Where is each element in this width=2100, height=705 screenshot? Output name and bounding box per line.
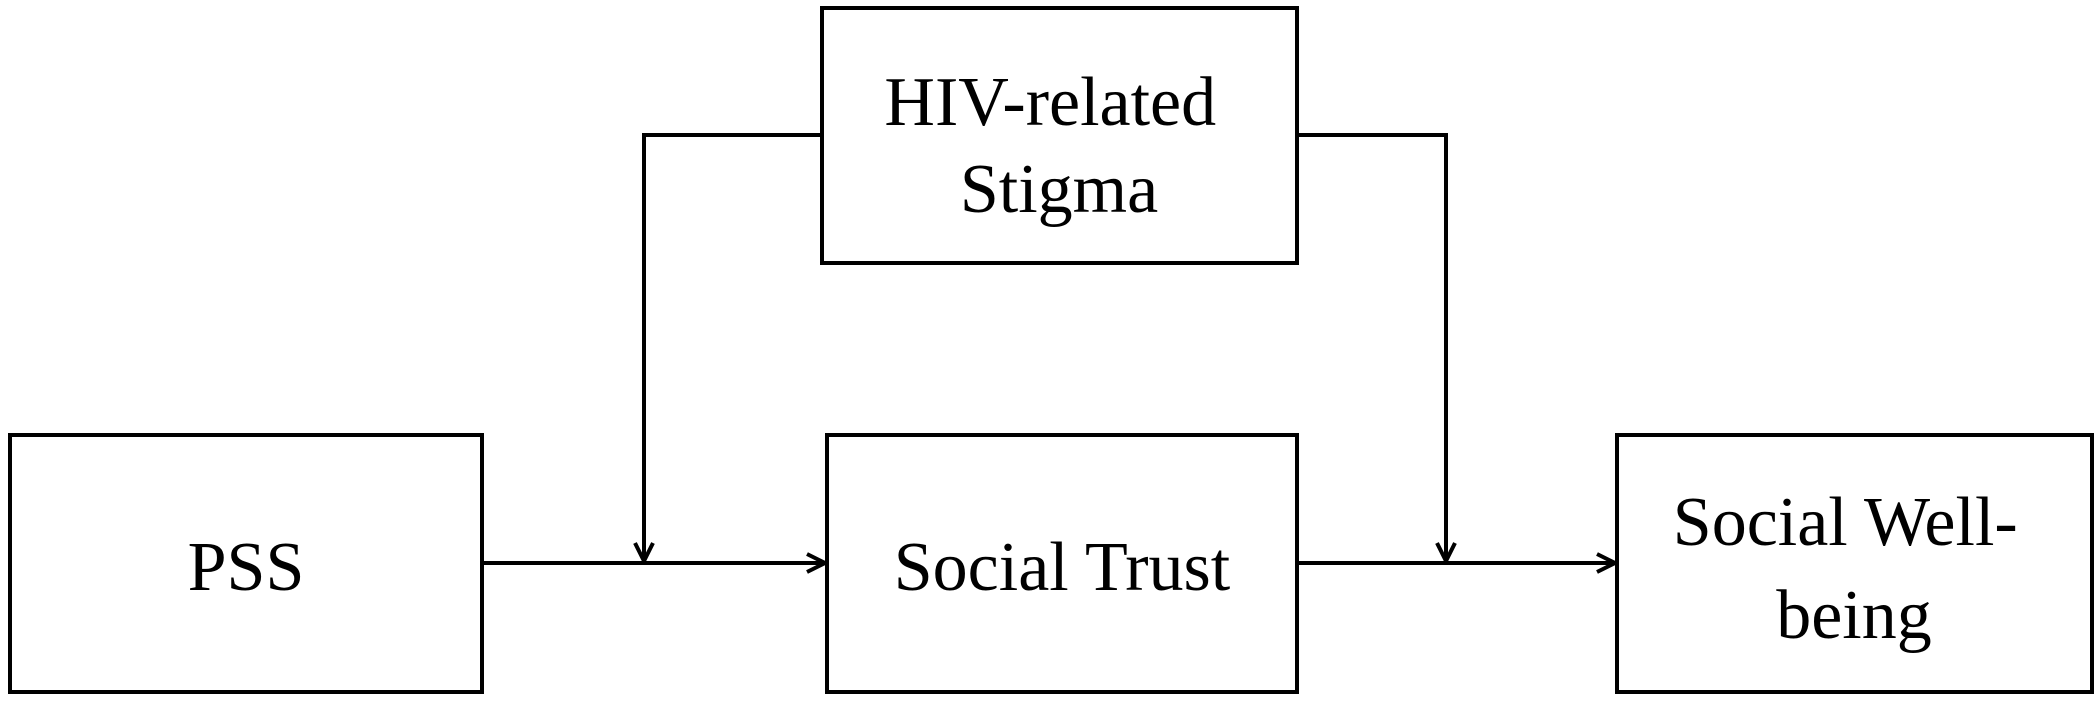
moderator-label-line-1: HIV-related [884, 64, 1216, 141]
node-moderator: HIV-related Stigma [820, 6, 1299, 265]
node-outcome: Social Well- being [1615, 433, 2094, 694]
arrow-moderation-right [1297, 133, 1446, 561]
outcome-label-line-1: Social Well- [1673, 484, 2018, 561]
node-mediator: Social Trust [825, 433, 1299, 694]
predictor-label-line-1: PSS [188, 529, 305, 606]
outcome-label-line-2: being [1776, 577, 1932, 654]
moderator-box [820, 6, 1299, 265]
node-predictor: PSS [8, 433, 484, 694]
outcome-box [1615, 433, 2094, 694]
moderator-label: HIV-related Stigma [884, 64, 1233, 228]
mediator-label: Social Trust [894, 529, 1231, 606]
mediator-label-line-1: Social Trust [894, 529, 1231, 606]
arrow-moderation-left [644, 133, 822, 561]
predictor-label: PSS [188, 529, 305, 606]
moderator-label-line-2: Stigma [960, 151, 1158, 228]
outcome-label: Social Well- being [1673, 484, 2035, 654]
